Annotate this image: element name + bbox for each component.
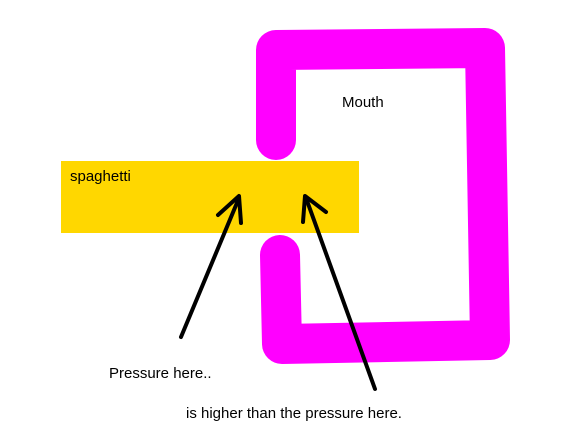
pressure-right-label: is higher than the pressure here. (186, 405, 402, 422)
arrow-left (179, 194, 243, 339)
arrow-right-shaft (304, 196, 377, 391)
mouth-label: Mouth (342, 94, 384, 111)
arrow-right-head (301, 194, 328, 224)
arrow-left-shaft (179, 196, 241, 339)
pressure-left-label: Pressure here.. (109, 365, 212, 382)
spaghetti-label: spaghetti (70, 168, 131, 185)
arrow-left-head (216, 194, 243, 225)
arrow-right (301, 194, 377, 391)
mouth-outline (256, 28, 510, 364)
